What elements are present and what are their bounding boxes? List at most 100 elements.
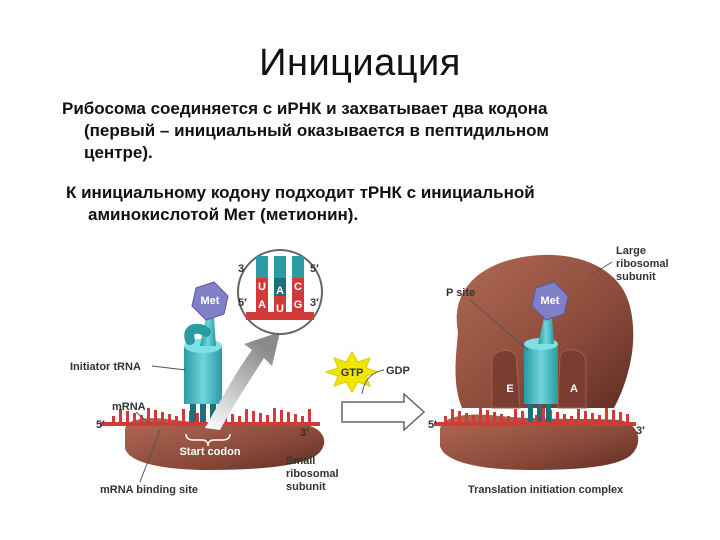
five-prime-left: 5′ xyxy=(96,419,105,431)
leader-line xyxy=(139,429,161,483)
paragraph-line: К инициальному кодону подходит тРНК с ин… xyxy=(66,183,535,202)
mrna-base-tick xyxy=(444,416,447,424)
mrna-base-tick xyxy=(500,414,503,424)
slide-title: Инициация xyxy=(259,42,461,84)
paragraph-line: (первый – инициальный оказывается в пепт… xyxy=(84,121,549,140)
gdp-label: GDP xyxy=(386,365,410,377)
paragraph-ribosome: Рибосома соединяется с иРНК и захватывае… xyxy=(62,98,682,164)
small-ribosomal-subunit-right xyxy=(440,414,639,470)
codon-five-prime-label: 5′ xyxy=(310,263,319,275)
mrna-base-tick xyxy=(126,411,129,424)
mrna-base-tick xyxy=(584,411,587,424)
mrna-base-tick xyxy=(619,412,622,424)
initiator-trna-label: Initiator tRNA xyxy=(70,361,141,373)
mrna-base-tick xyxy=(112,416,115,424)
codon-top-base: C xyxy=(294,281,302,293)
met-label-left: Met xyxy=(201,295,220,307)
start-codon-brace xyxy=(185,433,231,447)
mrna-base-tick xyxy=(308,409,311,424)
leader-line xyxy=(589,261,613,277)
paragraph-line: Рибосома соединяется с иРНК и захватывае… xyxy=(62,99,548,118)
small-ribosomal-subunit xyxy=(125,418,325,470)
leader-line xyxy=(135,411,151,425)
mrna-base-tick xyxy=(245,409,248,424)
mrna-base-tick xyxy=(472,415,475,424)
mrna-base-tick xyxy=(493,412,496,424)
start-codon-label: Start codon xyxy=(179,446,240,458)
leader-line xyxy=(151,365,187,371)
met-label-right: Met xyxy=(541,295,560,307)
mrna-base-tick xyxy=(238,416,241,424)
mrna-bases xyxy=(112,408,311,424)
met-hexagon-left xyxy=(191,281,229,321)
initiator-trna xyxy=(184,318,222,422)
leader-line xyxy=(469,299,529,351)
p-site-label: P site xyxy=(446,287,475,299)
mrna-base-tick xyxy=(598,415,601,424)
a-site-pocket xyxy=(557,348,587,409)
gtp-starburst xyxy=(324,351,380,393)
mrna-base-tick xyxy=(147,408,150,424)
mrna-base-tick xyxy=(514,409,517,424)
three-prime-left: 3′ xyxy=(300,427,309,439)
mrna-base-tick xyxy=(605,408,608,424)
initiator-trna-in-p-site xyxy=(524,318,558,422)
mrna-base-tick xyxy=(486,410,489,424)
translation-complex-label: Translation initiation complex xyxy=(468,484,624,496)
mrna-base-tick xyxy=(182,409,185,424)
small-subunit-label: ribosomal xyxy=(286,468,339,480)
three-prime-right: 3′ xyxy=(636,425,645,437)
mrna-base-tick xyxy=(507,416,510,424)
codon-three-prime-label: 3′ xyxy=(310,297,319,309)
e-site-label: E xyxy=(506,383,513,395)
mrna-base-tick xyxy=(140,415,143,424)
mrna-base-tick xyxy=(231,414,234,424)
mrna-base-tick xyxy=(287,412,290,424)
mrna-base-tick xyxy=(612,410,615,424)
codon-top-base: A xyxy=(276,285,284,297)
gtp-label: GTP xyxy=(341,367,364,379)
mrna-base-tick xyxy=(119,409,122,424)
mrna-base-tick xyxy=(154,410,157,424)
mrna-base-tick xyxy=(280,410,283,424)
five-prime-right: 5′ xyxy=(428,419,437,431)
paragraph-trna: К инициальному кодону подходит тРНК с ин… xyxy=(66,182,686,226)
large-subunit-label: Large xyxy=(616,245,646,257)
codon-bottom-base: A xyxy=(258,299,266,311)
codon-zoom-inset: U A C A U G 3 5′ 5′ 3′ xyxy=(237,249,323,335)
mrna-base-tick xyxy=(570,416,573,424)
mrna-base-tick xyxy=(577,409,580,424)
met-hexagon-right xyxy=(531,281,569,321)
codon-three-label: 3 xyxy=(238,263,244,275)
mrna-base-tick xyxy=(168,414,171,424)
mrna-base-tick xyxy=(451,409,454,424)
small-subunit-label: Small xyxy=(286,455,315,467)
mrna-base-tick xyxy=(133,413,136,424)
e-site-pocket xyxy=(491,349,521,409)
gtp-hydrolysis-arrow xyxy=(361,369,385,395)
mrna-base-tick xyxy=(521,411,524,424)
mrna-base-tick xyxy=(556,412,559,424)
small-subunit-label: subunit xyxy=(286,481,326,493)
mrna-base-tick xyxy=(175,416,178,424)
paragraph-line: аминокислотой Мет (метионин). xyxy=(88,205,359,224)
mrna-base-tick xyxy=(458,411,461,424)
mrna-label: mRNA xyxy=(112,401,146,413)
mrna-base-tick xyxy=(591,413,594,424)
process-arrow xyxy=(341,392,426,432)
mrna-base-tick xyxy=(161,412,164,424)
mrna-base-tick xyxy=(259,413,262,424)
mrna-base-tick xyxy=(301,416,304,424)
large-subunit-label: subunit xyxy=(616,271,656,283)
mrna-base-tick xyxy=(479,408,482,424)
paragraph-line: центре). xyxy=(84,143,153,162)
mrna-base-tick xyxy=(294,414,297,424)
mrna-base-tick xyxy=(196,413,199,424)
mrna-base-tick xyxy=(535,415,538,424)
mrna-base-tick xyxy=(542,408,545,424)
mrna-base-tick xyxy=(252,411,255,424)
mrna-base-tick xyxy=(626,414,629,424)
zoom-arrow xyxy=(205,332,280,430)
codon-bottom-base: G xyxy=(294,299,303,311)
